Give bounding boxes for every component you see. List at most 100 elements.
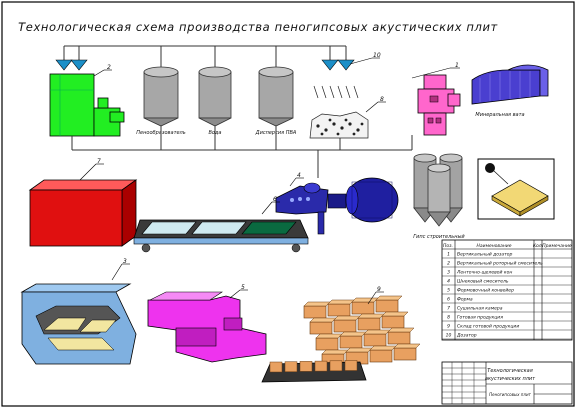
spec-row-pos: 8 [447,315,450,321]
product-pack-top [309,317,337,323]
product-pack [387,331,411,345]
product-pack [351,301,375,315]
product-pack-top [333,315,361,321]
product-pack-top [381,311,409,317]
pallet-pack [314,360,328,372]
callout-8: 8 [380,96,384,103]
product-pack [333,319,357,333]
product-pack-top [387,327,415,333]
product-pack [309,321,333,335]
product-sample-inset [477,158,555,220]
callout-5: 5 [241,284,245,291]
vertical-doser [417,74,461,136]
callout-9: 9 [377,286,381,293]
callout-2: 2 [107,64,111,71]
title-block-line-2: акустических плит [485,376,536,382]
product-pack [375,299,399,313]
product-pack [315,337,339,351]
spec-row-name: Форма [457,297,473,303]
spec-row-pos: 3 [447,270,450,276]
callout-6: 6 [273,196,277,203]
mineral-wool-store [471,64,549,105]
callout-3: 3 [123,258,127,265]
product-pack [393,347,417,361]
roto-mixer-unit [49,59,125,137]
callout-markers [79,57,460,305]
title-block-line-1: Технологическая [487,368,532,374]
callout-numbers: 2 1 10 8 7 4 6 3 5 9 [97,52,459,293]
spec-rows: 1 Вертикальный дозатор 2 Вертикальный ротор… [442,252,572,340]
spec-row-name: Готовая продукция [457,315,503,321]
product-pack [381,315,405,329]
forming-machine [147,291,267,363]
spec-row-name: Дозатор [456,333,477,339]
title-block-org: Пеногипсовых плит [489,392,531,397]
spec-row-pos: 6 [447,297,450,303]
forming-conveyor [133,219,309,253]
finished-stacks [303,295,421,367]
product-pack-top [357,313,385,319]
product-pack-top [363,329,391,335]
product-pack [303,305,327,319]
spec-row-name: Формовочный конвейер [457,288,514,294]
spec-header-pos: Поз. [443,243,453,249]
product-pack [327,303,351,317]
product-pack-top [375,295,403,301]
spec-row-pos: 9 [447,324,450,330]
dosing-hopper [309,59,369,139]
pallet-pack [269,361,283,373]
label-gypsum: Гипс строительный [413,234,465,240]
product-pack [339,335,363,349]
top-pipes [63,45,347,68]
slot-conveyor [20,283,137,365]
callout-7: 7 [97,158,101,165]
spec-row-pos: 4 [447,279,450,285]
pallet-conveyor [261,360,367,383]
product-pack [369,349,393,363]
product-pack-top [315,333,343,339]
tank-pva [258,66,294,127]
spec-row-name: Ленточно-щелевой кон [456,270,512,276]
spec-row-pos: 10 [446,333,452,339]
pallet-pack [299,361,313,372]
spec-header-qty: Кол. [533,243,543,249]
pallet-pack [344,360,358,371]
spec-header-name: Наименование [477,243,512,249]
pallet-pack [284,361,298,372]
spec-row-name: Вертикальный дозатор [457,252,513,258]
screw-mixer-pump [275,177,399,235]
product-pack-top [345,347,373,353]
product-pack-top [327,299,355,305]
product-pack-top [393,343,421,349]
spec-header-note: Примечание [542,243,572,249]
spec-row-name: Вертикальный роторный смеситель [457,261,543,267]
callout-1: 1 [455,62,459,69]
scheme-title: Технологическая схема производства пеног… [18,20,498,34]
product-pack [357,317,381,331]
label-mineral-wool: Минеральная вата [475,112,524,118]
tank-foam-agent [143,66,179,127]
title-block: Технологическая акустических плит Пеноги… [441,361,573,405]
callout-10: 10 [373,52,381,59]
collector-pipes [71,126,413,178]
gypsum-silos [413,153,463,227]
pallet-pack [329,360,343,372]
spec-row-name: Шнековый смеситель [457,279,509,285]
product-pack [363,333,387,347]
spec-row-pos: 2 [447,261,450,267]
spec-row-pos: 1 [447,252,450,258]
spec-row-name: Сушильная камера [457,306,503,312]
drying-chamber [28,179,138,247]
product-pack-top [339,331,367,337]
product-pack-top [303,301,331,307]
spec-row-pos: 7 [447,306,450,312]
product-pack-top [369,345,397,351]
product-pack-top [321,349,349,355]
callout-4: 4 [297,172,301,179]
product-pack-top [351,297,379,303]
spec-row-pos: 5 [447,288,450,294]
